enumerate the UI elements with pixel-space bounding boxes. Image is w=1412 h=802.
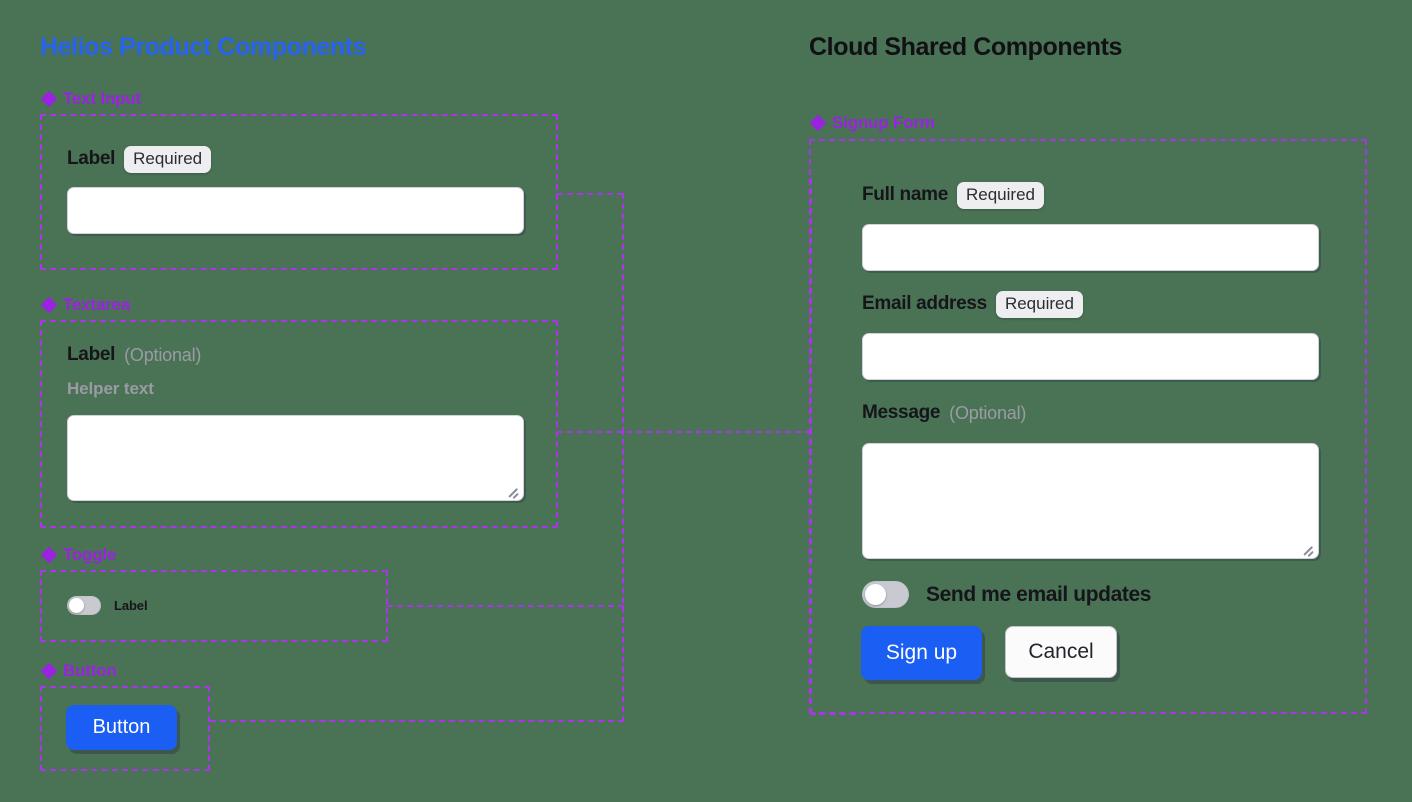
- toggle-switch[interactable]: [67, 596, 101, 615]
- resize-handle-icon[interactable]: [505, 483, 519, 499]
- section-header-label: Text Input: [63, 89, 141, 108]
- diamond-components-icon: [40, 662, 58, 680]
- connector-text-input-horizontal: [557, 193, 623, 195]
- section-header-signup-form: Signup Form: [809, 113, 935, 133]
- helios-panel-title: Helios Product Components: [40, 33, 367, 61]
- section-header-label: Toggle: [63, 545, 117, 564]
- text-input-label-row: Label Required: [67, 146, 212, 173]
- message-label-row: Message (Optional): [862, 402, 1026, 424]
- email-address-label: Email address: [862, 293, 987, 315]
- email-updates-toggle-row[interactable]: Send me email updates: [862, 581, 1151, 608]
- frame-toggle: [40, 570, 388, 642]
- section-header-label: Button: [63, 661, 117, 680]
- cancel-button[interactable]: Cancel: [1005, 626, 1117, 678]
- full-name-label: Full name: [862, 184, 948, 206]
- toggle-label: Label: [114, 598, 148, 613]
- frame-text-input: [40, 114, 558, 270]
- connector-trunk-lower: [622, 429, 624, 722]
- cloud-panel-title: Cloud Shared Components: [809, 33, 1123, 61]
- sign-up-button[interactable]: Sign up: [861, 626, 982, 680]
- toggle-knob: [865, 584, 886, 605]
- connector-signup-riser-lower: [810, 429, 812, 714]
- email-updates-toggle-label: Send me email updates: [926, 582, 1152, 606]
- full-name-label-row: Full name Required: [862, 182, 1044, 209]
- connector-signup-riser: [810, 178, 812, 433]
- connector-trunk-upper: [622, 193, 624, 433]
- textarea-label: Label: [67, 344, 116, 365]
- section-header-toggle: Toggle: [40, 545, 117, 565]
- section-header-text-input: Text Input: [40, 89, 141, 109]
- toggle-knob: [69, 598, 84, 613]
- text-input-label: Label: [67, 148, 116, 170]
- section-header-button: Button: [40, 661, 117, 681]
- email-address-label-row: Email address Required: [862, 291, 1083, 318]
- textarea-field[interactable]: [67, 415, 524, 501]
- connector-signup-bottom: [810, 713, 856, 715]
- section-header-label: Textarea: [63, 295, 131, 314]
- optional-tag: (Optional): [124, 344, 202, 365]
- email-address-input[interactable]: [862, 333, 1319, 380]
- email-updates-toggle-switch[interactable]: [862, 581, 909, 608]
- optional-tag: (Optional): [949, 402, 1027, 423]
- required-badge: Required: [995, 291, 1083, 318]
- diamond-components-icon: [40, 546, 58, 564]
- frame-textarea: [40, 320, 558, 528]
- section-header-label: Signup Form: [832, 113, 935, 132]
- full-name-input[interactable]: [862, 224, 1319, 271]
- textarea-helper-text: Helper text: [67, 379, 154, 398]
- diamond-components-icon: [40, 296, 58, 314]
- required-badge: Required: [124, 146, 212, 173]
- toggle-row[interactable]: Label: [67, 596, 148, 615]
- diamond-components-icon: [809, 114, 827, 132]
- connector-toggle-horizontal: [387, 605, 624, 607]
- textarea-label-row: Label (Optional): [67, 344, 201, 366]
- demo-button[interactable]: Button: [66, 705, 177, 750]
- connector-textarea-horizontal: [557, 431, 811, 433]
- frame-signup-form: [809, 139, 1367, 714]
- message-textarea[interactable]: [862, 443, 1319, 559]
- message-label: Message: [862, 402, 941, 423]
- required-badge: Required: [956, 182, 1044, 209]
- connector-button-horizontal: [210, 720, 624, 722]
- frame-button: [40, 686, 210, 771]
- text-input-field[interactable]: [67, 187, 524, 234]
- resize-handle-icon[interactable]: [1300, 541, 1314, 557]
- section-header-textarea: Textarea: [40, 295, 131, 315]
- diamond-components-icon: [40, 90, 58, 108]
